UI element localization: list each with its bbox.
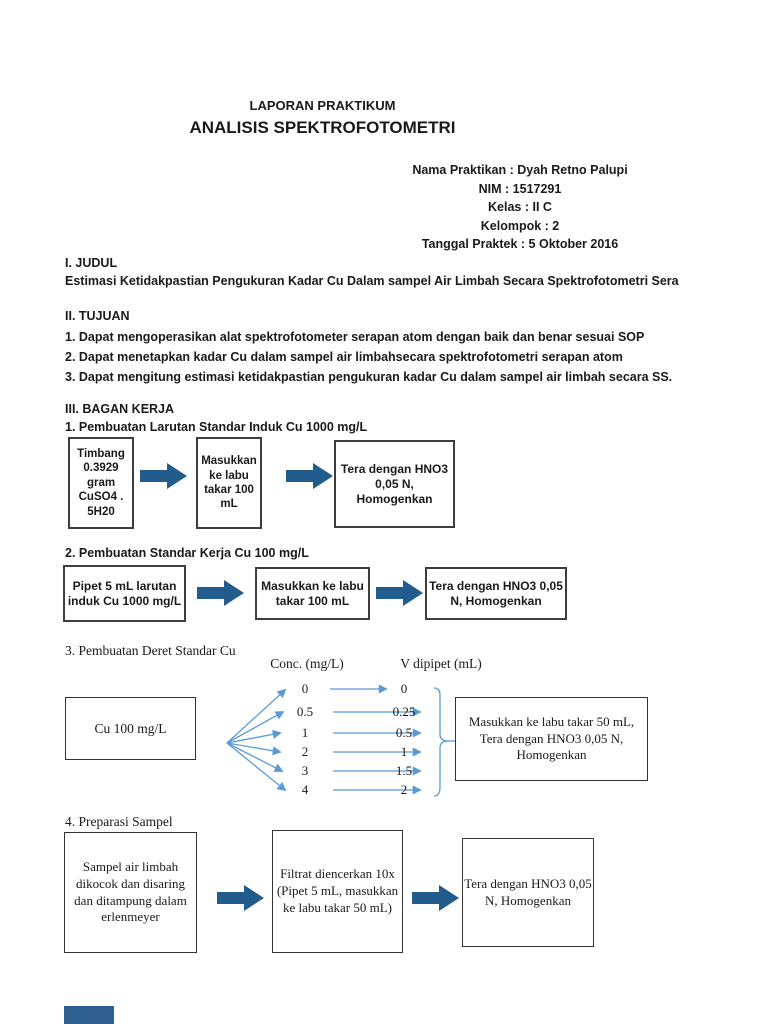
report-title-line2: ANALISIS SPEKTROFOTOMETRI [189,118,456,137]
conc-value: 1 [301,725,309,740]
section-tujuan-list: 1. Dapat mengoperasikan alat spektrofoto… [65,327,768,387]
conc-value: 0 [301,681,309,696]
arrow-right-icon [286,463,333,489]
volume-value: 2 [400,782,408,797]
section-judul-heading: I. JUDUL [65,256,118,270]
flow3-result-box: Masukkan ke labu takar 50 mL, Tera denga… [455,697,648,781]
flow3-col1-header: Conc. (mg/L) [270,656,344,671]
flow3-label: 3. Pembuatan Deret Standar Cu [65,643,236,658]
conc-value: 2 [301,744,309,759]
arrow-right-icon [140,463,187,489]
flow1-box-labu: Masukkan ke labu takar 100 mL [196,437,262,529]
volume-value: 1 [400,744,408,759]
flow1-box-timbang: Timbang 0.3929 gram CuSO4 . 5H20 [68,437,134,529]
flow2-box-labu: Masukkan ke labu takar 100 mL [255,567,370,620]
arrow-right-icon [376,580,423,606]
volume-value: 0 [400,681,408,696]
info-nim: NIM : 1517291 [478,181,562,196]
student-info-block: Nama Praktikan : Dyah Retno Palupi NIM :… [320,161,720,254]
tujuan-item-1: 1. Dapat mengoperasikan alat spektrofoto… [65,330,645,344]
next-page-fragment [64,1006,114,1024]
arrow-right-icon [217,885,264,911]
info-tanggal: Tanggal Praktek : 5 Oktober 2016 [421,237,619,252]
volume-value: 0.25 [392,704,416,719]
flow1-box-tera: Tera dengan HNO3 0,05 N, Homogenkan [334,440,455,528]
info-kelas: Kelas : II C [488,200,552,215]
conc-value: 0.5 [296,704,314,719]
section-tujuan-heading: II. TUJUAN [65,309,130,323]
report-title-line1: LAPORAN PRAKTIKUM [249,98,396,113]
flow1-label: 1. Pembuatan Larutan Standar Induk Cu 10… [65,420,368,434]
flow3-source-box: Cu 100 mg/L [65,697,196,760]
volume-value: 0.5 [395,725,413,740]
flow2-box-pipet: Pipet 5 mL larutan induk Cu 1000 mg/L [63,565,186,622]
tujuan-item-3: 3. Dapat mengitung estimasi ketidakpasti… [65,370,673,384]
volume-value: 1.5 [395,763,413,778]
fan-arrows-diagram [226,684,455,797]
flow3-col2-header: V dipipet (mL) [400,656,482,671]
arrow-right-icon [197,580,244,606]
tujuan-item-2: 2. Dapat menetapkan kadar Cu dalam sampe… [65,350,623,364]
flow2-label: 2. Pembuatan Standar Kerja Cu 100 mg/L [65,546,309,560]
section-judul-body: Estimasi Ketidakpastian Pengukuran Kadar… [65,274,679,288]
info-nama: Nama Praktikan : Dyah Retno Palupi [412,163,628,177]
section-bagan-heading: III. BAGAN KERJA [65,402,175,416]
flow2-box-tera: Tera dengan HNO3 0,05 N, Homogenkan [425,567,567,620]
flow4-box-filtrat: Filtrat diencerkan 10x (Pipet 5 mL, masu… [272,830,403,953]
conc-value: 4 [301,782,309,797]
info-kelompok: Kelompok : 2 [480,218,560,233]
flow4-box-tera: Tera dengan HNO3 0,05 N, Homogenkan [462,838,594,947]
flow4-box-sampel: Sampel air limbah dikocok dan disaring d… [64,832,197,953]
conc-value: 3 [301,763,309,778]
arrow-right-icon [412,885,459,911]
flow4-label: 4. Preparasi Sampel [65,814,173,829]
